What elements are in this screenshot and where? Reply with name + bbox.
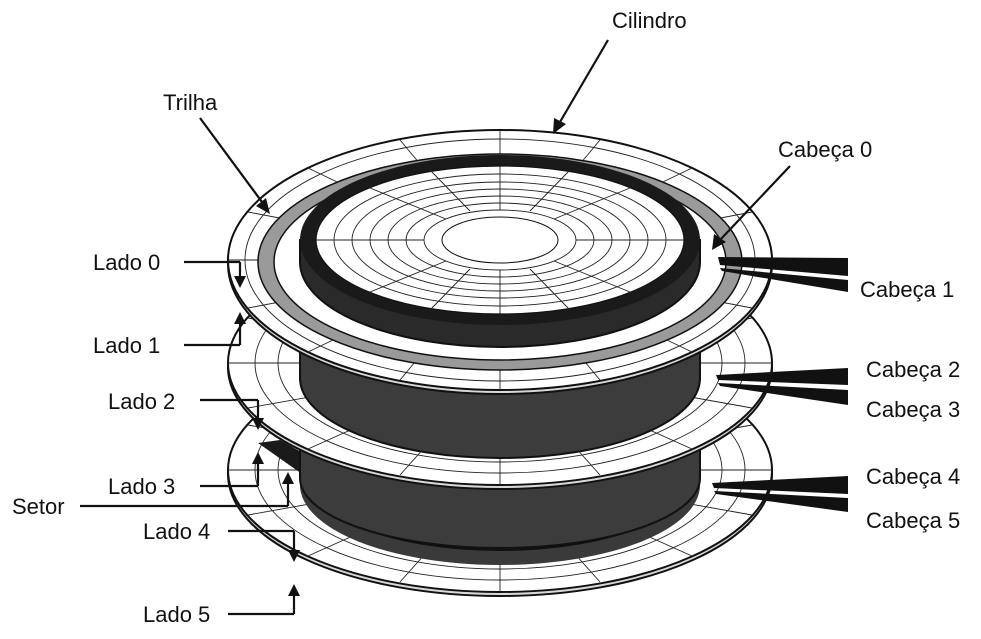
label-lado-0: Lado 0: [93, 250, 160, 275]
platter-1: [227, 129, 773, 395]
label-trilha: Trilha: [163, 90, 218, 115]
head-2-arm: [716, 368, 848, 385]
head-1-arm: [720, 268, 848, 292]
label-lado-1: Lado 1: [93, 333, 160, 358]
label-cabeca-4: Cabeça 4: [866, 464, 960, 489]
inner-grid: [316, 166, 684, 314]
label-setor: Setor: [12, 494, 65, 519]
label-lado-3: Lado 3: [108, 474, 175, 499]
head-3-arm: [718, 383, 848, 405]
label-cabeca-0: Cabeça 0: [778, 137, 872, 162]
label-lado-2: Lado 2: [108, 389, 175, 414]
label-cilindro: Cilindro: [612, 8, 687, 33]
label-lado-4: Lado 4: [143, 519, 210, 544]
head-5-arm: [714, 491, 848, 512]
head-4-arm: [712, 476, 848, 494]
label-lado-5: Lado 5: [143, 602, 210, 627]
label-cabeca-5: Cabeça 5: [866, 508, 960, 533]
head-0-arm: [718, 257, 848, 276]
label-cabeca-3: Cabeça 3: [866, 397, 960, 422]
spindle-hole: [441, 216, 559, 264]
label-cabeca-1: Cabeça 1: [860, 277, 954, 302]
label-cabeca-2: Cabeça 2: [866, 357, 960, 382]
